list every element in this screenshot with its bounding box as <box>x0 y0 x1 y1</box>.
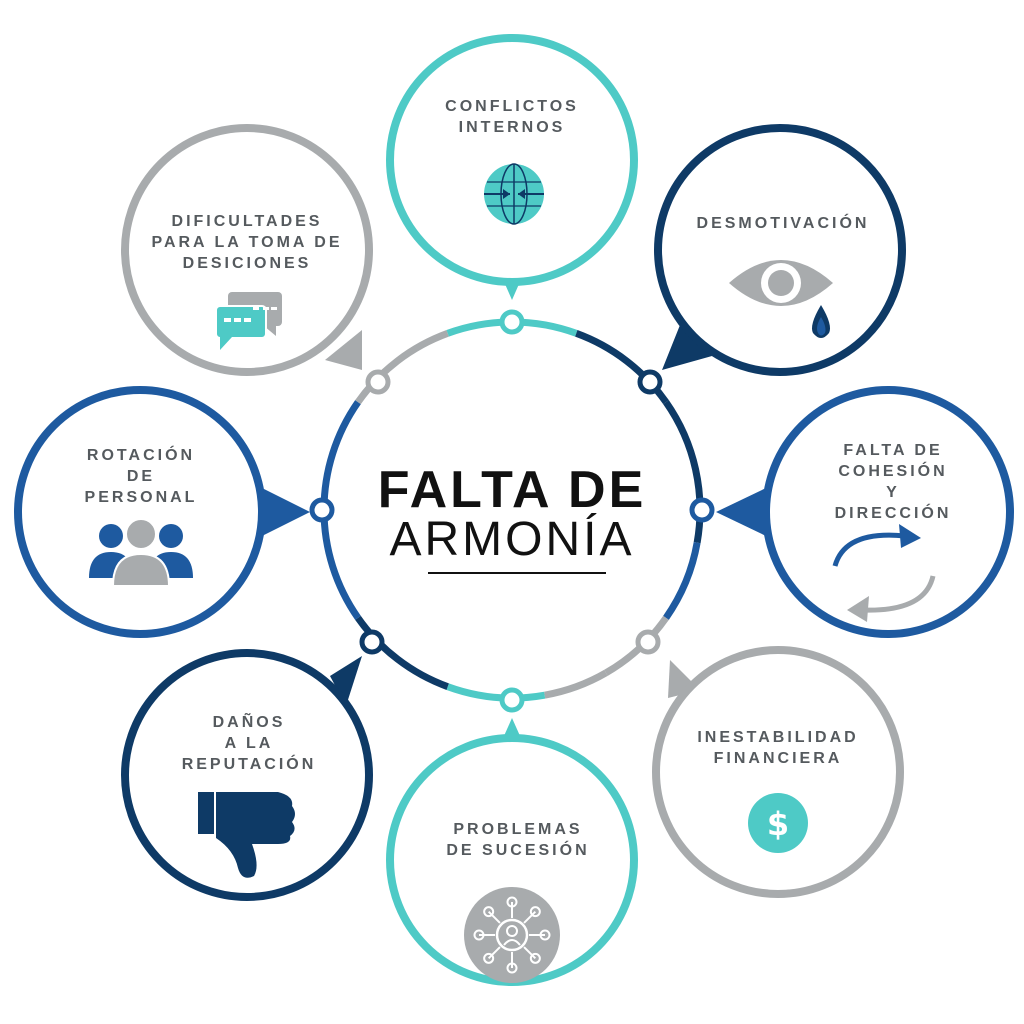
pointer-triangle <box>716 488 766 536</box>
node-label-rotacion: ROTACIÓN DE PERSONAL <box>84 447 198 506</box>
ring-connector-dot <box>365 369 391 395</box>
chat-bubbles-icon <box>215 292 282 350</box>
ring-connector-dot <box>499 309 525 335</box>
ring-connector-dot <box>637 369 663 395</box>
center-ring-segment <box>355 615 449 690</box>
node-dificultades <box>121 124 391 395</box>
node-rotacion <box>14 386 335 638</box>
ring-connector-dot <box>309 497 335 523</box>
ring-connector-dot <box>359 629 385 655</box>
node-circle <box>654 124 906 376</box>
svg-text:$: $ <box>767 805 789 843</box>
node-reputacion <box>121 629 385 901</box>
node-circle <box>386 34 638 286</box>
center-ring-segment <box>575 330 669 405</box>
node-circle <box>121 124 373 376</box>
pointer-triangle <box>325 330 362 370</box>
node-circle <box>762 386 1014 638</box>
eye-tear-icon <box>729 260 833 338</box>
ring-connector-dot <box>689 497 715 523</box>
node-label-sucesion: PROBLEMAS DE SUCESIÓN <box>446 821 590 859</box>
center-title-line1: FALTA DE <box>377 461 647 519</box>
node-inestabilidad: $ <box>635 629 904 898</box>
node-circle <box>121 649 373 901</box>
ring-connector-dot <box>635 629 661 655</box>
node-circle <box>652 646 904 898</box>
thumbs-down-icon <box>198 792 295 878</box>
pointer-triangle <box>262 488 310 536</box>
center-ring-segment <box>663 542 701 620</box>
center-ring-segment <box>355 330 449 405</box>
node-label-desmotivacion: DESMOTIVACIÓN <box>696 215 870 232</box>
node-label-dificultades: DIFICULTADES PARA LA TOMA DE DESICIONES <box>151 213 343 272</box>
node-label-conflictos: CONFLICTOS INTERNOS <box>445 98 579 136</box>
center-circle <box>324 322 700 698</box>
node-circle <box>14 386 266 638</box>
dollar-icon: $ <box>748 793 808 853</box>
pointer-triangle <box>662 325 712 370</box>
node-label-reputacion: DAÑOS A LA REPUTACIÓN <box>181 714 317 773</box>
center-ring-segment <box>544 669 608 699</box>
node-desmotivacion <box>637 124 906 395</box>
node-label-cohesion: FALTA DE COHESIÓN Y DIRECCIÓN <box>834 442 952 522</box>
network-person-icon <box>464 887 560 983</box>
node-label-inestabilidad: INESTABILIDAD FINANCIERA <box>697 729 859 767</box>
people-group-icon <box>89 518 193 587</box>
cycle-arrows-icon <box>832 524 936 622</box>
pointer-triangle <box>330 656 362 706</box>
center-title-line2: ARMONÍA <box>389 513 635 566</box>
ring-connector-dot <box>499 687 525 713</box>
center-ring-segment <box>663 400 704 544</box>
node-cohesion <box>689 386 1014 638</box>
center-underline <box>428 572 606 574</box>
node-conflictos <box>386 34 638 335</box>
globe-arrows-icon <box>484 163 544 225</box>
center-ring-segment <box>446 683 546 702</box>
node-sucesion <box>386 687 638 986</box>
